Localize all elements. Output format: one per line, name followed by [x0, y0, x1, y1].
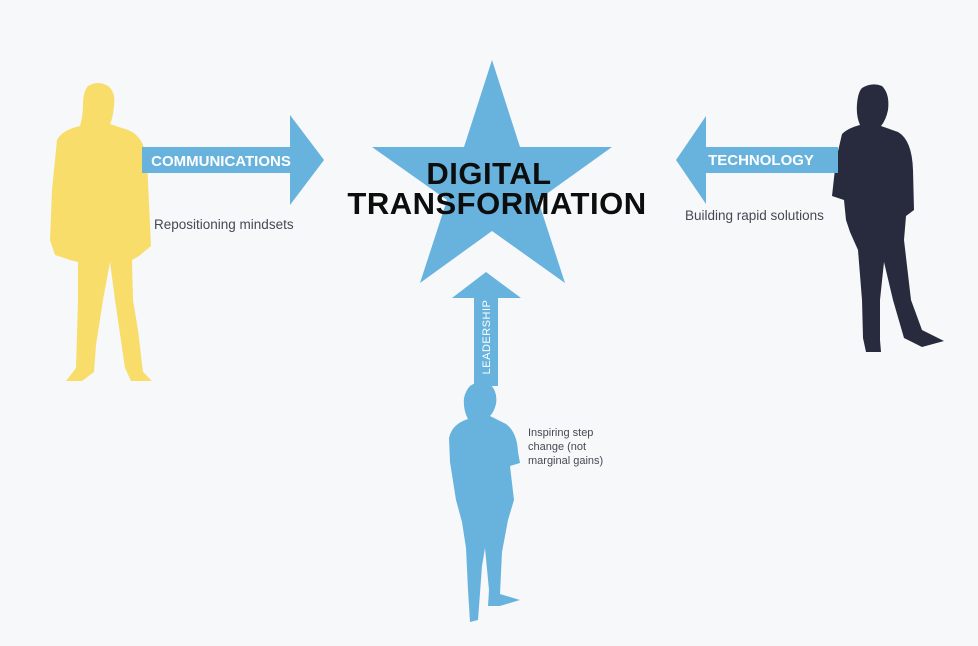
bottom-caption-line: marginal gains) — [528, 455, 603, 467]
bottom-caption-line: change (not — [528, 441, 586, 453]
communications-label: COMMUNICATIONS — [151, 153, 291, 170]
bottom-person-silhouette-icon — [449, 381, 520, 622]
bottom-caption: Inspiring step change (not marginal gain… — [528, 427, 603, 467]
star-icon — [372, 60, 612, 283]
bottom-caption-line: Inspiring step — [528, 427, 593, 439]
left-caption: Repositioning mindsets — [154, 217, 294, 232]
leadership-arrow: LEADERSHIP — [452, 272, 521, 386]
title-line-2: TRANSFORMATION — [347, 186, 646, 221]
title-line-1: DIGITAL — [426, 156, 551, 191]
leadership-label: LEADERSHIP — [481, 300, 493, 375]
right-person-silhouette-icon — [832, 84, 944, 353]
communications-arrow: COMMUNICATIONS — [142, 115, 324, 205]
technology-arrow: TECHNOLOGY — [676, 116, 838, 204]
technology-label: TECHNOLOGY — [708, 152, 814, 169]
right-caption: Building rapid solutions — [685, 208, 824, 223]
left-person-silhouette-icon — [50, 83, 152, 381]
